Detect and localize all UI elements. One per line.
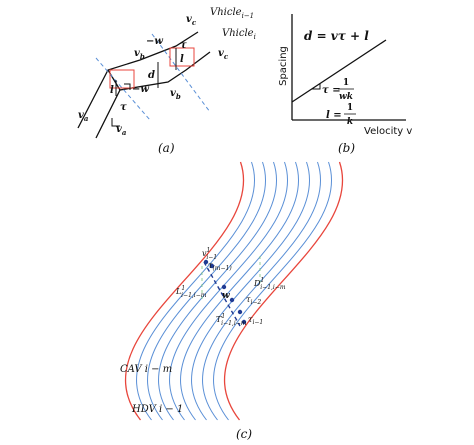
- trajectory-8: [213, 161, 332, 421]
- dot-6: [241, 319, 247, 325]
- tau-prefix: τ =: [322, 85, 341, 96]
- label-tau-i1: τi−1: [248, 315, 263, 326]
- x-axis-label: Velocity v: [364, 126, 412, 137]
- va-tick: [111, 118, 120, 127]
- label-cav: CAV i − m: [120, 364, 172, 375]
- trajectory-7: [202, 161, 321, 421]
- panel-c-curves: [124, 161, 343, 421]
- panel-a: Vhiclei−1 Vhiclei vc vc −w τ vb l d vb l…: [77, 7, 256, 155]
- label-vehicle-cur: Vhiclei: [222, 28, 256, 41]
- trajectory-6: [191, 161, 310, 421]
- label-va-left: va: [78, 110, 89, 123]
- label-vb-left: vb: [134, 48, 145, 61]
- label-w: w: [222, 291, 230, 301]
- tau-box-upper: [169, 47, 195, 67]
- tau-den: wk: [339, 92, 353, 102]
- dot-4: [229, 297, 235, 303]
- l-den: k: [347, 117, 353, 127]
- dot-1: [203, 259, 209, 265]
- label-vehicle-prev: Vhiclei−1: [210, 7, 254, 20]
- trajectory-2: [147, 161, 266, 421]
- panel-c-dots: [203, 259, 247, 325]
- l-num: 1: [347, 103, 353, 113]
- panel-b: d = vτ + l Spacing Velocity v τ = 1 wk l…: [278, 14, 412, 155]
- wave-line-c: [203, 261, 241, 327]
- trajectory-edge-0: [124, 161, 244, 421]
- panel-a-wave-lines: [95, 33, 211, 121]
- l-prefix: l =: [326, 110, 342, 121]
- label-vb-right: vb: [170, 88, 181, 101]
- label-tau-bottom: τ: [120, 102, 127, 113]
- trajectory-4: [169, 161, 288, 421]
- label-neg-w-mid: −w: [132, 84, 149, 95]
- trajectory-edge-9: [223, 161, 343, 421]
- trajectory-3: [158, 161, 277, 421]
- tau-angle-tick: [312, 83, 321, 90]
- caption-b: (b): [338, 141, 355, 155]
- label-tau-im1: τ(m−1): [208, 261, 232, 272]
- label-tau-im2: τi−2: [246, 295, 261, 306]
- dot-5: [237, 309, 243, 315]
- wave-line-upper: [151, 33, 211, 113]
- label-d: d: [148, 70, 155, 81]
- label-vc-top: vc: [186, 14, 197, 27]
- label-neg-w-top: −w: [146, 36, 163, 47]
- label-hdv: HDV i − 1: [131, 404, 183, 415]
- w-tick: [124, 83, 131, 90]
- y-axis-label: Spacing: [278, 46, 289, 86]
- trajectory-1: [136, 161, 255, 421]
- dot-3: [221, 284, 227, 290]
- caption-a: (a): [158, 141, 175, 155]
- tau-box-lower: [109, 69, 135, 89]
- dot-2: [209, 263, 215, 269]
- label-l-right: l: [180, 54, 184, 65]
- label-l-left: l: [110, 85, 114, 96]
- label-va-bottom: va: [116, 124, 127, 137]
- spacing-velocity-line: [291, 39, 387, 103]
- caption-c: (c): [236, 427, 252, 441]
- label-vc-right: vc: [218, 48, 229, 61]
- trajectory-5: [180, 161, 299, 421]
- label-tau-top: τ: [180, 40, 187, 51]
- trajectory-vehicle-i-minus-1: [77, 31, 199, 129]
- tau-num: 1: [343, 78, 349, 88]
- equation: d = vτ + l: [304, 29, 369, 43]
